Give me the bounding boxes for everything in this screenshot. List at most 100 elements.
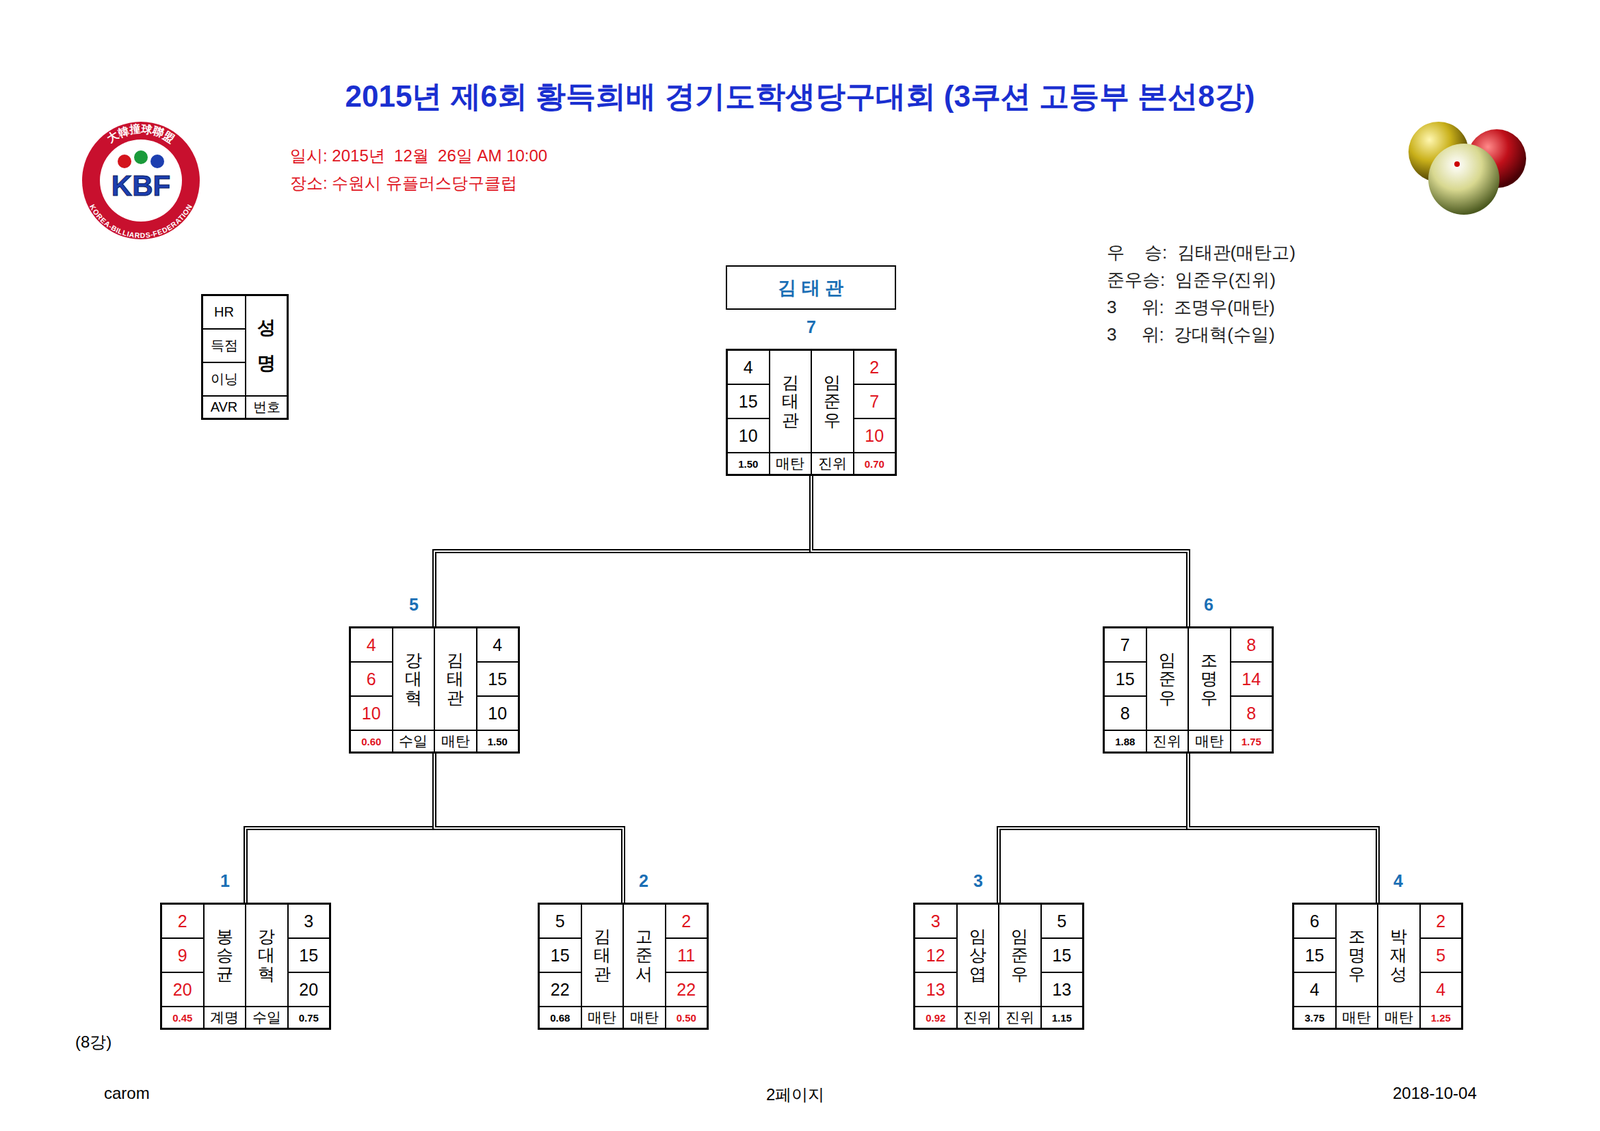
table-cell: 매탄: [623, 1006, 666, 1029]
key-label: 이닝: [210, 370, 239, 389]
connector-gap: [998, 753, 1189, 903]
high-run: 4: [366, 635, 377, 656]
table-cell: 1.15: [1041, 1006, 1084, 1029]
school-name: 매탄: [1195, 731, 1224, 752]
table-cell: 수일: [392, 730, 436, 753]
table-cell: 1.25: [1420, 1006, 1463, 1029]
kbf-logo: KBF 大韓撞球聯盟 KOREA-BILLIARDS-FEDERATION: [82, 121, 200, 240]
table-cell: 1.88: [1104, 730, 1147, 753]
connector-line: [998, 753, 1189, 903]
match-box: 461543.75조명우매탄2541.25박재성매탄: [1292, 902, 1464, 1031]
school-name: 매탄: [441, 731, 470, 752]
school-name: 진위: [963, 1008, 992, 1028]
key-label: 득점: [210, 336, 239, 356]
innings: 20: [298, 980, 319, 1001]
table-cell: 2: [161, 904, 204, 939]
score: 15: [1052, 946, 1072, 966]
innings: 22: [676, 980, 696, 1001]
table-cell: 0.68: [539, 1006, 582, 1029]
billiard-balls: [1408, 121, 1527, 215]
table-cell: 12: [914, 938, 957, 973]
high-run: 2: [177, 911, 188, 932]
bracket-connector: [998, 753, 1189, 903]
table-cell: 1.50: [476, 730, 520, 753]
table-cell: 6: [350, 662, 393, 697]
high-run: 4: [743, 357, 754, 378]
player-panel: 315200.75강대혁수일: [245, 904, 330, 1029]
table-cell: 임준우: [998, 904, 1042, 1007]
player-name: 김태관: [446, 651, 464, 708]
score: 15: [1305, 946, 1325, 966]
logo-ring-text: KOREA-BILLIARDS-FEDERATION: [88, 203, 194, 240]
average: 1.75: [1241, 736, 1262, 748]
player-name: 임준우: [1158, 651, 1176, 708]
result-line: 준우승: 임준우(진위): [1106, 268, 1276, 293]
school-name: 매탄: [775, 454, 805, 474]
match-number: 6: [1195, 595, 1223, 615]
player-panel: 4 610 0.60 강대혁수일: [350, 627, 435, 753]
player-name: 임준우: [1011, 927, 1029, 985]
footer-note: carom: [103, 1084, 150, 1104]
connector-gap: [811, 476, 1189, 627]
table-cell: 진위: [998, 1006, 1042, 1029]
player-name: 강대혁: [404, 651, 423, 708]
school-name: 진위: [1005, 1008, 1035, 1028]
player-name: 임상엽: [969, 927, 987, 985]
table-cell: 22: [665, 972, 708, 1007]
table-cell: 14: [1230, 662, 1274, 697]
table-cell: 임준우: [1146, 627, 1189, 731]
table-cell: 9: [161, 938, 204, 973]
table-cell: 5: [539, 904, 582, 939]
innings: 13: [926, 980, 946, 1001]
player-panel: 211220.50고준서매탄: [623, 904, 708, 1029]
match-number: 2: [630, 871, 658, 892]
table-cell: 8: [1104, 696, 1147, 731]
school-name: 진위: [818, 454, 847, 474]
innings: 10: [738, 426, 758, 447]
match-box: 671581.88임준우진위81481.75조명우매탄: [1102, 626, 1274, 754]
table-cell: 10: [350, 696, 393, 731]
bracket-connector: [811, 476, 1189, 627]
table-cell: 임준우: [811, 350, 854, 453]
table-cell: 고준서: [623, 904, 666, 1007]
player-panel: 27100.70임준우진위: [811, 350, 896, 475]
table-cell: 10: [727, 418, 770, 453]
table-cell: 7: [1104, 627, 1147, 663]
match-box: 2515220.68김태관매탄211220.50고준서매탄: [537, 902, 709, 1031]
result-line: 3 위: 강대혁(수일): [1106, 322, 1276, 347]
table-cell: 성명: [245, 295, 288, 397]
table-cell: 김태관: [769, 350, 812, 453]
school-name: 매탄: [630, 1008, 659, 1028]
high-run: 8: [1246, 635, 1256, 656]
high-run: 3: [930, 911, 941, 932]
average: 1.50: [487, 736, 508, 748]
high-run: 7: [1120, 635, 1131, 656]
bracket-connector: [434, 476, 812, 627]
score: 15: [738, 391, 758, 412]
school-name: 매탄: [587, 1008, 617, 1028]
match-box: 546100.60강대혁수일415101.50김태관매탄: [348, 626, 520, 754]
key-label: 성명: [257, 310, 276, 382]
table-cell: 김태관: [581, 904, 624, 1007]
connector-line: [245, 753, 435, 903]
connector-line: [434, 476, 812, 627]
average: 1.15: [1052, 1012, 1072, 1025]
table-cell: 2: [1420, 904, 1463, 939]
high-run: 6: [1309, 911, 1320, 932]
school-name: 매탄: [1342, 1008, 1371, 1028]
logo-dot: [150, 154, 165, 169]
table-cell: 15: [539, 938, 582, 973]
table-cell: 김태관: [434, 627, 477, 731]
score: 11: [677, 946, 695, 966]
player-panel: 61543.75조명우매탄: [1293, 904, 1378, 1029]
key-label: AVR: [210, 399, 239, 416]
table-cell: 8: [1230, 627, 1274, 663]
player-panel: 4 15 10 1.50 김태관매탄: [727, 350, 812, 475]
player-panel: 415101.50김태관매탄: [434, 627, 519, 753]
average: 1.50: [738, 458, 758, 470]
connector-gap: [1188, 753, 1378, 903]
table-cell: 4: [476, 627, 520, 663]
table-cell: 20: [161, 972, 204, 1007]
average: 0.60: [361, 736, 382, 748]
innings: 4: [1435, 980, 1446, 1001]
